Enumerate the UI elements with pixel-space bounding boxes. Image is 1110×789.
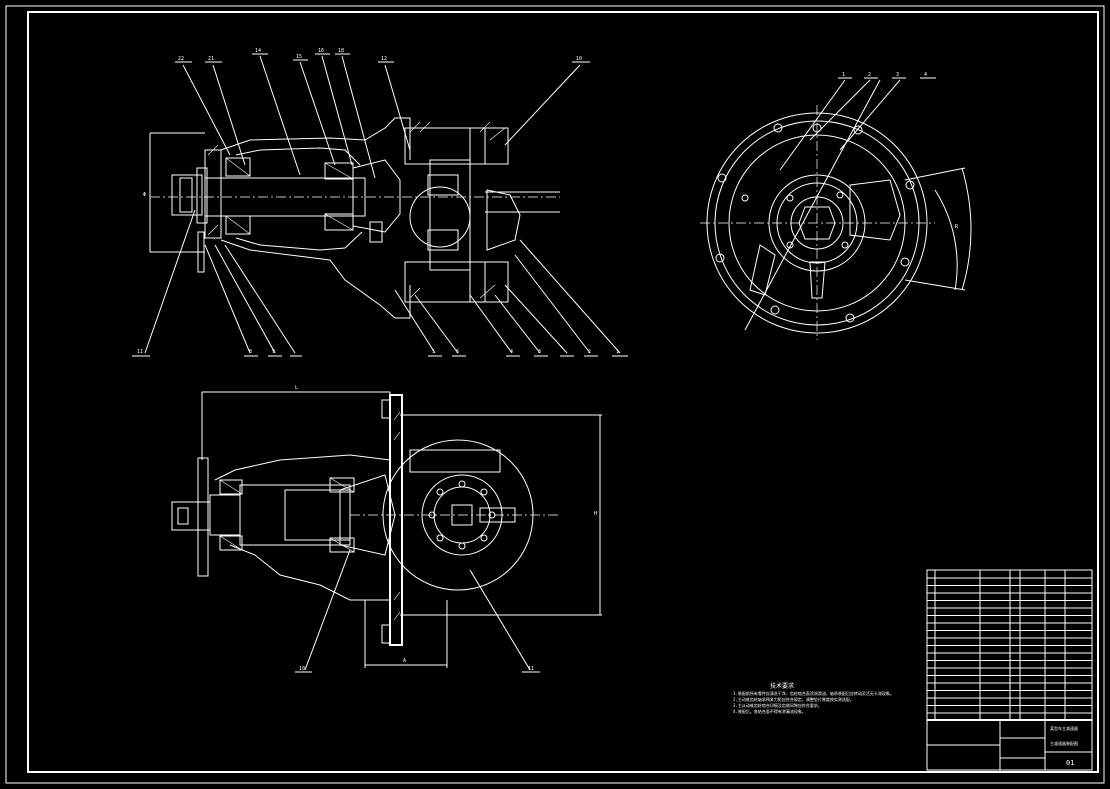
- side-balloon-2: 2: [868, 72, 871, 78]
- balloon-14: 14: [255, 48, 261, 54]
- project-name: 某型车主减速器: [1050, 725, 1078, 731]
- side-balloon-1: 1: [842, 72, 845, 78]
- balloon-3: 3: [538, 349, 541, 355]
- balloon-15: 15: [296, 54, 302, 60]
- tech-note-3: 3.主从动锥齿轮啮合印痕及齿侧间隙应符合要求。: [733, 702, 822, 708]
- elevation-view: L H A: [171, 385, 602, 673]
- balloon-1: 1: [616, 349, 619, 355]
- balloon-5: 5: [432, 349, 435, 355]
- inner-border: [27, 11, 1099, 773]
- balloon-12: 12: [381, 56, 387, 62]
- side-view: R 1 2 3 4: [700, 72, 972, 340]
- svg-text:A: A: [403, 658, 406, 664]
- outer-border: [5, 5, 1105, 784]
- title-block: 某型车主减速器 主减速器装配图 01: [926, 569, 1093, 771]
- balloon-16: 16: [318, 48, 324, 54]
- balloon-2: 2: [588, 349, 591, 355]
- assembly-name: 主减速器装配图: [1050, 740, 1078, 746]
- balloon-6: 6: [456, 349, 459, 355]
- bottom-balloon-10: 10: [299, 666, 305, 672]
- svg-text:L: L: [295, 385, 298, 391]
- balloon-4: 4: [510, 349, 513, 355]
- section-view-top: Φ: [132, 48, 628, 357]
- balloon-21: 21: [208, 56, 214, 62]
- technical-requirements: 技术要求 1.装配前所有零件应清洗干净，齿轮啮合面涂润滑油，轴承装配后应转动灵活…: [733, 682, 894, 714]
- tech-note-2: 2.主动锥齿轮轴承预紧力矩应符合规定，调整垫片厚度按实测选配。: [733, 696, 854, 702]
- svg-text:H: H: [594, 511, 597, 517]
- balloon-22: 22: [178, 56, 184, 62]
- svg-text:R: R: [955, 224, 959, 230]
- tech-notes-title: 技术要求: [770, 682, 794, 690]
- bottom-balloon-11: 11: [528, 666, 534, 672]
- balloon-10: 10: [576, 56, 582, 62]
- sheet-id: 01: [1066, 759, 1074, 767]
- tech-note-4: 4.装配后，各结合面不得有渗漏油现象。: [733, 708, 806, 714]
- balloon-11: 11: [137, 349, 143, 355]
- tech-note-1: 1.装配前所有零件应清洗干净，齿轮啮合面涂润滑油，轴承装配后应转动灵活无卡滞现象…: [733, 690, 894, 696]
- balloon-18: 18: [338, 48, 344, 54]
- side-balloon-4: 4: [924, 72, 927, 78]
- balloon-8: 8: [249, 349, 252, 355]
- side-balloon-3: 3: [896, 72, 899, 78]
- svg-text:Φ: Φ: [143, 192, 146, 198]
- balloon-9: 9: [272, 349, 275, 355]
